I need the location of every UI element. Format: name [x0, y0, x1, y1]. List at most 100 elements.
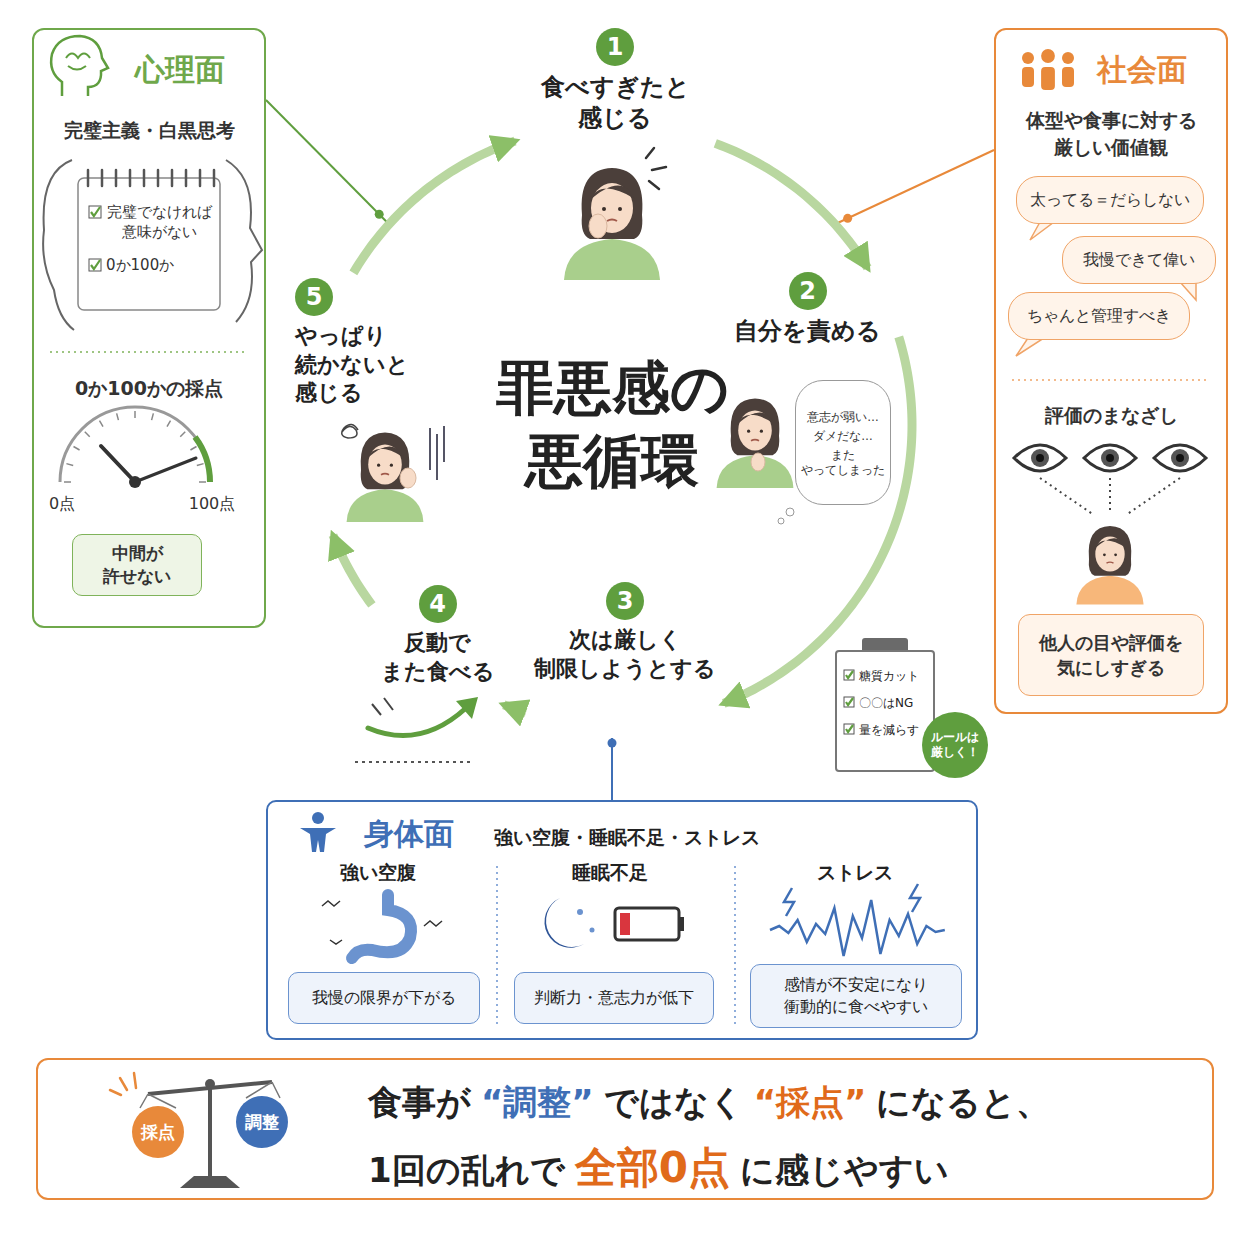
decoration [342, 424, 358, 438]
eye-icon [1084, 445, 1136, 471]
node-text: 反動で また食べる [381, 629, 495, 686]
decoration [355, 761, 470, 763]
decoration [577, 909, 583, 915]
decoration [372, 698, 393, 715]
decoration [1041, 67, 1055, 90]
node-text: また やってしまった [801, 448, 885, 479]
label-text: 睡眠不足 [572, 860, 648, 886]
decoration [195, 437, 210, 482]
check-box [843, 669, 855, 681]
decoration [101, 446, 135, 482]
decoration [180, 432, 185, 437]
effect-box: 中間が 許せない [72, 534, 202, 596]
decoration [646, 148, 666, 189]
decoration [1089, 526, 1132, 576]
label-text: 強い空腹 [340, 860, 416, 886]
decoration [846, 725, 853, 732]
rule-badge: ルールは 厳しく！ [922, 712, 988, 778]
effect-box: 他人の目や評価を 気にしすぎる [1018, 614, 1204, 696]
decoration [152, 413, 154, 420]
decoration [1012, 379, 1210, 381]
label-text: 0点 [49, 494, 75, 515]
node-text: 自分を責める [734, 316, 881, 347]
decoration [760, 430, 763, 433]
leader-line [266, 100, 389, 224]
decoration [171, 170, 174, 186]
decoration [135, 458, 196, 482]
decoration [381, 474, 389, 475]
node-text: 感情が不安定になり 衝動的に食べやすい [784, 974, 928, 1017]
decoration [89, 206, 101, 218]
person-figure [1076, 526, 1143, 604]
effect-box: 判断力・意志力が低下 [514, 972, 714, 1024]
decoration [786, 508, 794, 516]
decoration [100, 421, 104, 427]
decoration [846, 671, 853, 678]
check-box [843, 696, 855, 708]
step-number: 3 [606, 582, 644, 620]
node-text: 太ってる＝だらしない [1030, 190, 1190, 211]
check-row: 0か100か [88, 255, 212, 275]
text-line: 1回の乱れで全部0点に感じやすい [368, 1140, 1212, 1196]
decoration [375, 210, 384, 219]
node-text: 心理面 [73, 50, 225, 91]
decoration [190, 447, 196, 451]
cycle-step: 2自分を責める [720, 272, 895, 365]
decoration [208, 1088, 212, 1176]
decoration [66, 54, 90, 70]
notebook: 完璧でなければ 意味がない 0か100か [78, 178, 220, 310]
decoration [1114, 553, 1117, 556]
decoration [300, 828, 336, 852]
rebound-arrow [368, 708, 466, 736]
decoration [91, 260, 100, 269]
effect-box: 感情が不安定になり 衝動的に食べやすい [750, 964, 962, 1028]
decoration [844, 697, 854, 707]
decoration [751, 440, 759, 441]
decoration [734, 866, 736, 1028]
cycle-step: 1食べすぎたと 感じる [520, 28, 710, 285]
decoration [157, 170, 160, 186]
body-icon [312, 812, 324, 824]
node-text: に感じやすい [740, 1148, 949, 1194]
label-text: 0か100かの採点 [75, 376, 223, 402]
decoration [778, 518, 784, 524]
decoration [117, 413, 119, 420]
eye-icon [1154, 445, 1206, 471]
cycle-arrow [504, 705, 526, 713]
decoration [197, 464, 204, 466]
check-box [88, 205, 102, 219]
cycle-arrow [353, 141, 515, 273]
node-text: 意志が弱い… [807, 410, 879, 426]
decoration [148, 1082, 272, 1094]
decoration [1176, 454, 1184, 462]
node-text: 体型や食事に対する 厳しい価値観 [1026, 107, 1197, 160]
decoration [85, 432, 90, 437]
node-text: 1回の乱れで [368, 1148, 565, 1194]
node-text: 身体面 [364, 814, 454, 855]
decoration [89, 259, 101, 271]
decoration [1107, 562, 1114, 563]
decoration [844, 724, 854, 734]
decoration [143, 170, 146, 186]
check-row: 完璧でなければ 意味がない [88, 202, 212, 243]
decoration [1103, 553, 1106, 556]
factor-panel: 心理面完璧主義・白黒思考完璧でなければ 意味がない0か100か中間が 許せない [32, 28, 266, 628]
cycle-step: 3次は厳しく 制限しようとする [530, 582, 720, 712]
decoration [1031, 449, 1049, 467]
diagram-title: 罪悪感の 悪循環 [496, 352, 729, 497]
node-text: になると、 [876, 1080, 1050, 1126]
decoration [367, 446, 404, 458]
decoration [589, 185, 635, 201]
effect-box: 我慢の限界が下がる [288, 972, 480, 1024]
decoration [199, 170, 202, 186]
check-row: 糖質カット [843, 668, 927, 685]
decoration [129, 476, 141, 488]
node-text: 判断力・意志力が低下 [534, 987, 694, 1009]
speech-bubble: 我慢できて偉い [1062, 236, 1216, 284]
balance-scale [180, 1176, 240, 1188]
decoration [134, 411, 136, 418]
node-text: 糖質カット [859, 668, 919, 685]
decoration [620, 913, 630, 935]
decoration [602, 207, 606, 211]
step-number: 4 [419, 585, 457, 623]
